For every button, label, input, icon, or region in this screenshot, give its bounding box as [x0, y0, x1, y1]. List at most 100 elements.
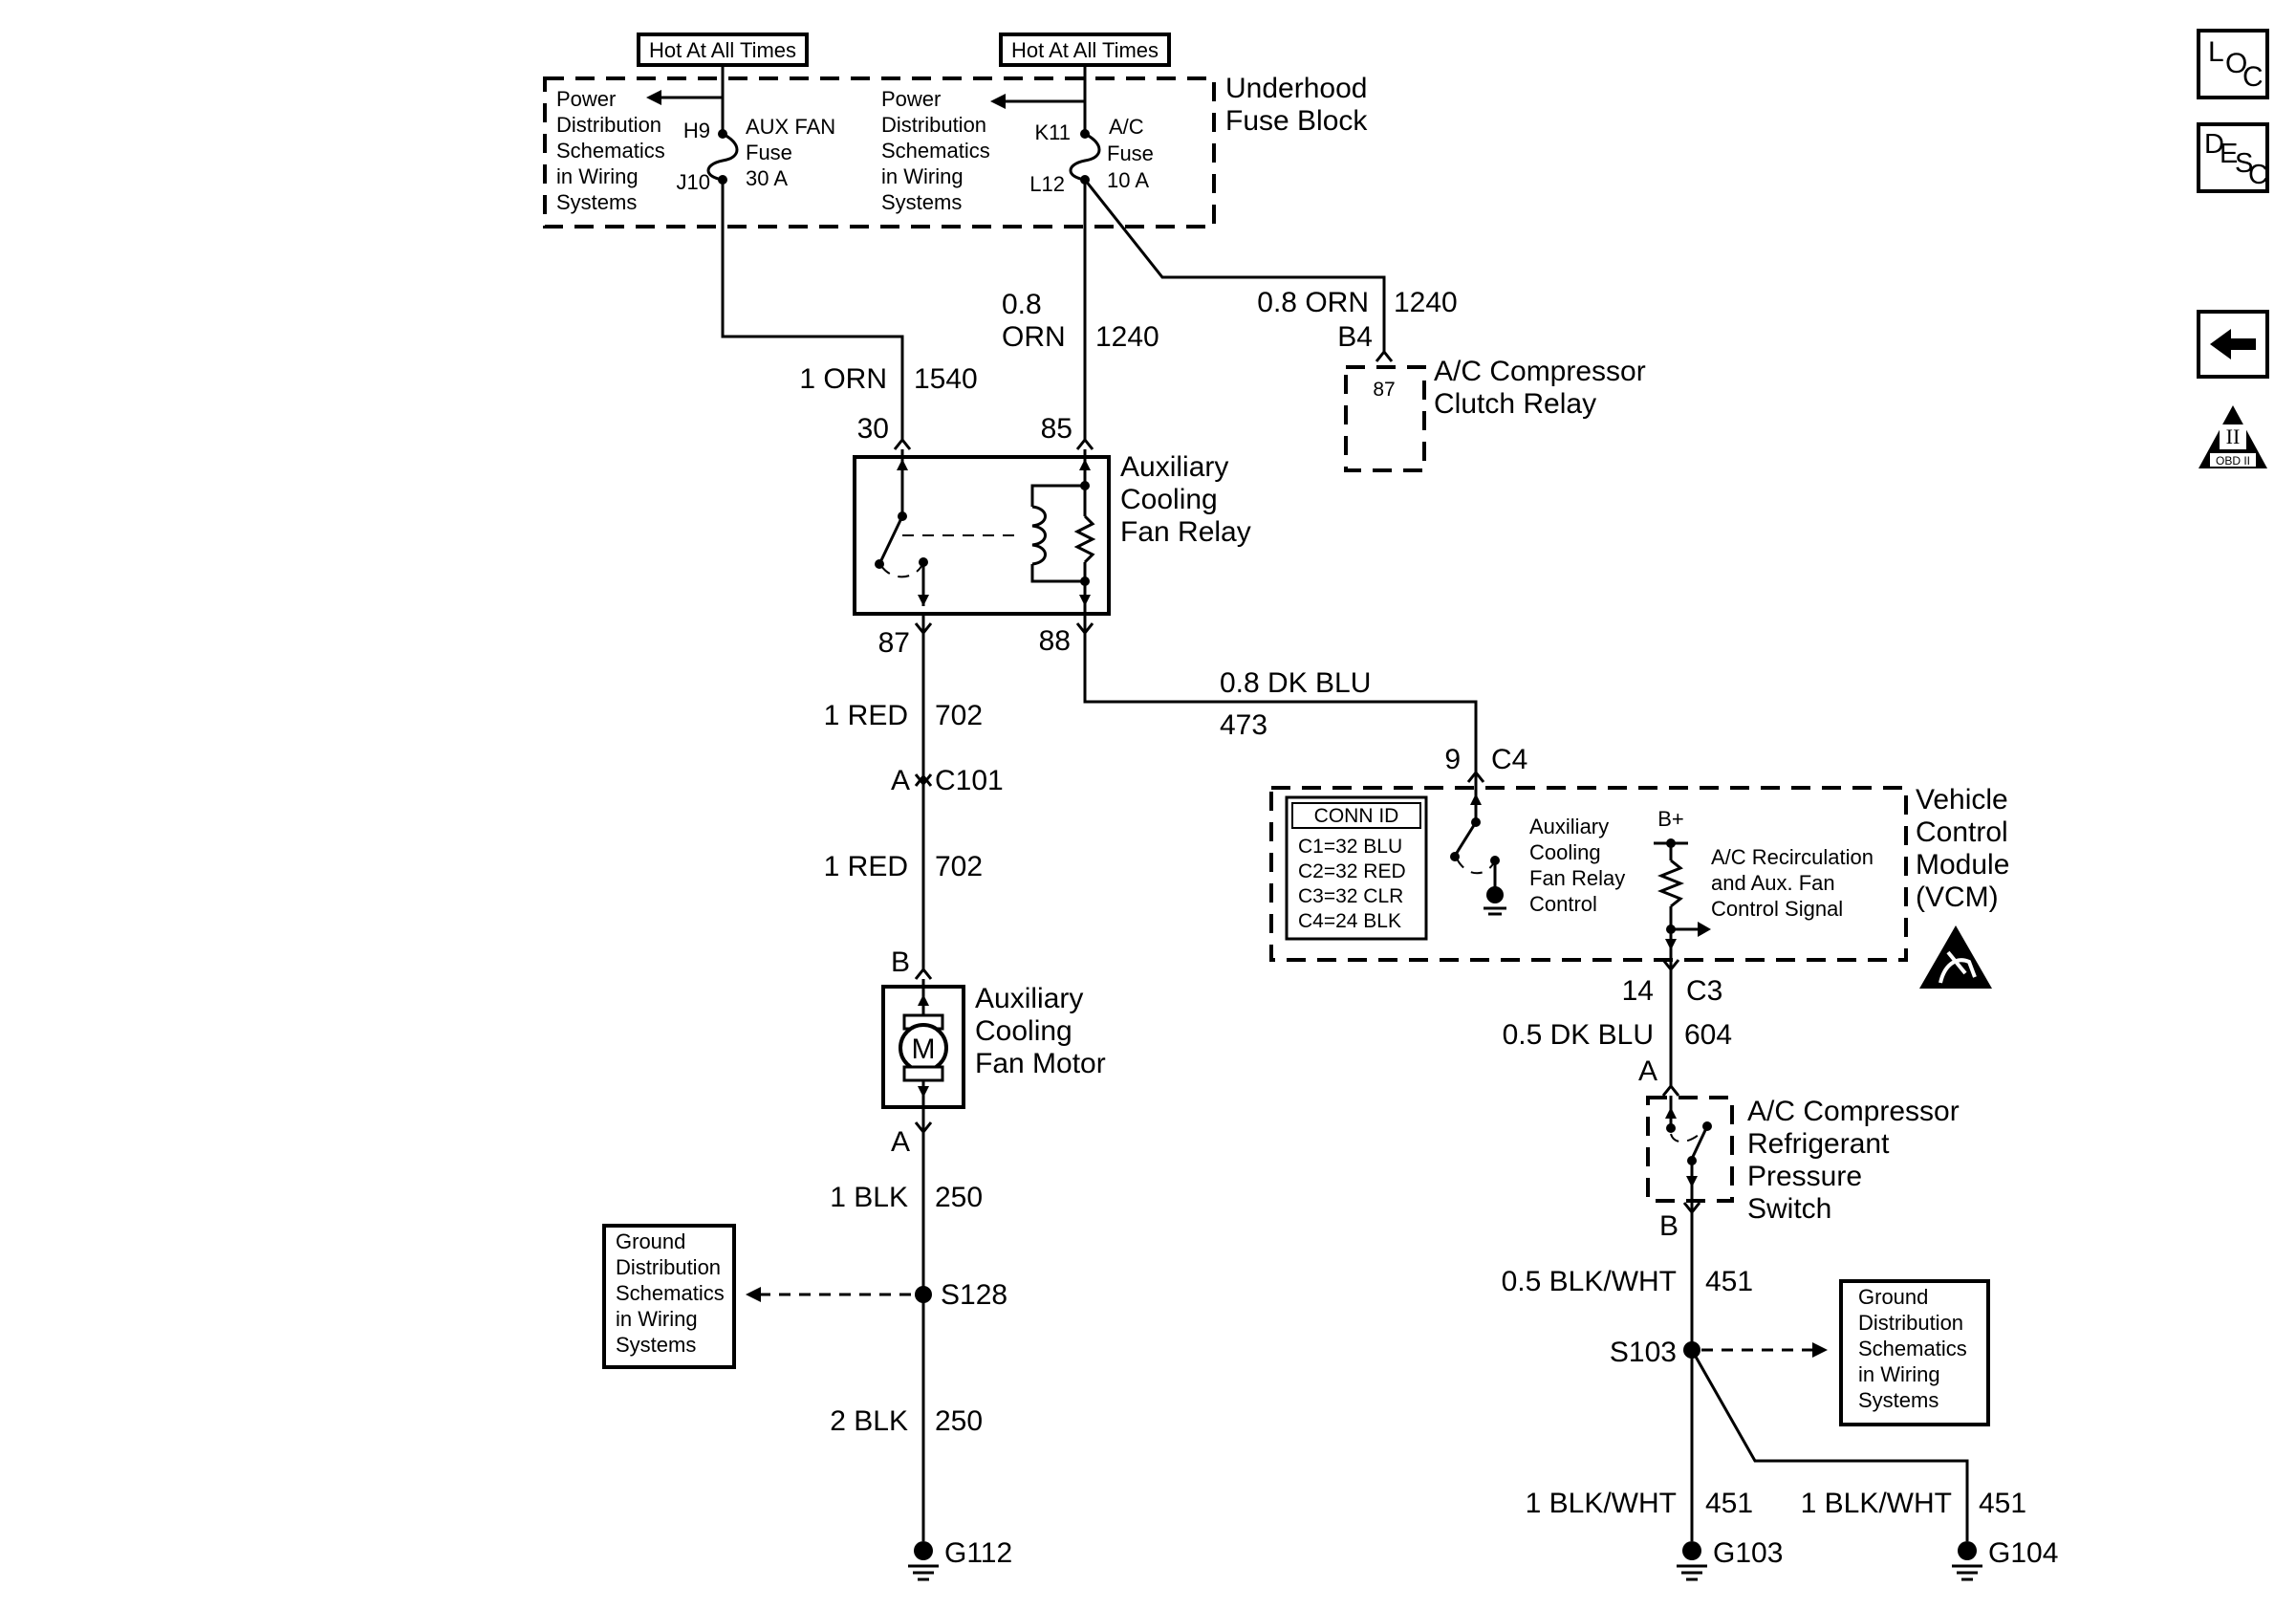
motor-pin-b: B: [891, 946, 910, 978]
ac-pressure-switch: A B A/C Compressor Refrigerant Pressure …: [1638, 1055, 1960, 1242]
wire-473-circuit: 473: [1220, 709, 1267, 741]
wire-702b-circuit: 702: [935, 851, 983, 882]
power-distribution-ref-1[interactable]: Power Distribution Schematics in Wiring …: [556, 87, 665, 214]
hot-label-2: Hot At All Times: [1011, 38, 1159, 62]
svg-text:Distribution: Distribution: [1858, 1311, 1963, 1335]
wire-1540-circuit: 1540: [914, 363, 978, 395]
wire-250a-circuit: 250: [935, 1182, 983, 1213]
resistor-icon: [1657, 859, 1685, 908]
wire-250a-gauge: 1 BLK: [830, 1182, 908, 1213]
clutch-relay-conn: B4: [1337, 321, 1373, 353]
ground-icon: [1682, 1541, 1701, 1560]
wire-702a-gauge: 1 RED: [824, 700, 908, 731]
wire-451a-circuit: 451: [1705, 1266, 1753, 1297]
relay-coil-icon: [1031, 505, 1047, 566]
ground-icon: [1958, 1541, 1977, 1560]
svg-text:Power: Power: [556, 87, 616, 111]
ac-fuse-name-2: Fuse: [1107, 141, 1154, 165]
svg-text:Schematics: Schematics: [556, 139, 665, 163]
signal-3: Control Signal: [1711, 897, 1843, 921]
svg-text:Ground: Ground: [1858, 1285, 1928, 1309]
switch-label-1: A/C Compressor: [1747, 1096, 1960, 1127]
svg-text:D: D: [2204, 129, 2224, 160]
bplus-label: B+: [1657, 807, 1684, 831]
ground-g103: G103: [1677, 1537, 1783, 1581]
arrow-left-icon: [990, 94, 1006, 109]
svg-text:II: II: [2226, 424, 2241, 448]
vcm-label-2: Control: [1916, 816, 2008, 848]
splice-s103: S103: [1610, 1337, 1828, 1368]
svg-text:Schematics: Schematics: [616, 1281, 725, 1305]
aux-fuse-pin-in: H9: [683, 119, 710, 142]
conn-id-title: CONN ID: [1314, 805, 1399, 827]
motor-label-3: Fan Motor: [975, 1048, 1106, 1079]
svg-text:Distribution: Distribution: [881, 113, 986, 137]
switch-label-4: Switch: [1747, 1193, 1831, 1225]
c101-name: C101: [935, 765, 1004, 796]
vcm-conn-c4: C4: [1491, 744, 1527, 775]
connector-c101: A C101: [891, 765, 1004, 796]
ground-distribution-ref-2[interactable]: Ground Distribution Schematics in Wiring…: [1839, 1279, 1990, 1426]
wire-473-gauge: 0.8 DK BLU: [1220, 667, 1371, 699]
relay-control-4: Control: [1529, 892, 1597, 916]
back-button[interactable]: [2197, 310, 2269, 379]
svg-text:O: O: [2225, 48, 2247, 79]
hot-at-all-times-tag: [637, 33, 809, 67]
arrow-right-icon: [1812, 1342, 1828, 1358]
relay-control-1: Auxiliary: [1529, 815, 1609, 838]
switch-pin-a: A: [1638, 1055, 1657, 1087]
ground-distribution-ref-1[interactable]: Ground Distribution Schematics in Wiring…: [602, 1224, 736, 1369]
connector-female-icon: [1466, 770, 1485, 783]
vcm-label-3: Module: [1916, 849, 2009, 881]
svg-text:in Wiring: in Wiring: [1858, 1362, 1940, 1386]
wire-250b-gauge: 2 BLK: [830, 1405, 908, 1437]
wire-451c-circuit: 451: [1979, 1488, 2026, 1519]
aux-cooling-fan-motor: B M A Auxiliary Cooling Fan Motor: [881, 946, 1106, 1158]
wire-451c-gauge: 1 BLK/WHT: [1801, 1488, 1952, 1519]
wire-1240b-gauge: 0.8 ORN: [1257, 287, 1369, 318]
svg-text:Systems: Systems: [616, 1333, 696, 1357]
conn-id-table: CONN ID C1=32 BLU C2=32 RED C3=32 CLR C4…: [1285, 795, 1428, 941]
connector-male-icon: [1682, 1202, 1701, 1215]
vcm-conn-c3: C3: [1686, 975, 1722, 1007]
wire-1240b-circuit: 1240: [1394, 287, 1458, 318]
svg-text:Distribution: Distribution: [616, 1255, 721, 1279]
ac-fuse-rating: 10 A: [1107, 168, 1149, 192]
svg-text:Schematics: Schematics: [881, 139, 990, 163]
svg-text:in Wiring: in Wiring: [556, 164, 639, 188]
aux-fan-fuse: H9 J10 AUX FAN Fuse 30 A: [677, 98, 835, 194]
s128-label: S128: [941, 1279, 1007, 1311]
ac-fuse-pin-in: K11: [1034, 120, 1071, 144]
c101-pin: A: [891, 765, 910, 796]
motor-label-1: Auxiliary: [975, 983, 1083, 1014]
wire-451-g104: [1690, 1349, 1969, 1541]
vcm-label-1: Vehicle: [1916, 784, 2008, 816]
loc-button[interactable]: L O C: [2197, 29, 2269, 99]
arrow-left-icon: [646, 90, 661, 105]
desc-button[interactable]: D E S C: [2197, 122, 2269, 193]
power-distribution-ref-2[interactable]: Power Distribution Schematics in Wiring …: [881, 87, 990, 214]
svg-text:C: C: [2242, 61, 2264, 93]
vcm-pin-c3: 14: [1622, 975, 1654, 1007]
ac-fuse: K11 L12 A/C Fuse 10 A: [1029, 101, 1154, 196]
conn-id-c1: C1=32 BLU: [1298, 836, 1402, 858]
aux-fuse-name-2: Fuse: [746, 141, 792, 164]
wire-1540-gauge: 1 ORN: [799, 363, 887, 395]
signal-1: A/C Recirculation: [1711, 845, 1874, 869]
conn-id-c2: C2=32 RED: [1298, 860, 1406, 882]
ground-g104: G104: [1952, 1537, 2058, 1581]
aux-fuse-rating: 30 A: [746, 166, 788, 190]
svg-text:Systems: Systems: [556, 190, 637, 214]
arrow-right-icon: [1698, 922, 1711, 937]
switch-pin-b: B: [1659, 1210, 1679, 1242]
ac-compressor-clutch-relay: B4 87 A/C Compressor Clutch Relay: [1337, 321, 1646, 472]
connector-female-icon: [1661, 1083, 1680, 1097]
svg-text:in Wiring: in Wiring: [616, 1307, 698, 1331]
aux-cooling-fan-relay: 30 85 87 88 Auxiliary Cooling F: [853, 413, 1251, 659]
s103-label: S103: [1610, 1337, 1677, 1368]
obd-ii-icon[interactable]: II OBD II: [2199, 405, 2267, 468]
relay-control-2: Cooling: [1529, 840, 1601, 864]
motor-symbol: M: [912, 1033, 936, 1065]
relay-pin-30: 30: [857, 413, 889, 445]
relay-pin-87: 87: [878, 627, 910, 659]
